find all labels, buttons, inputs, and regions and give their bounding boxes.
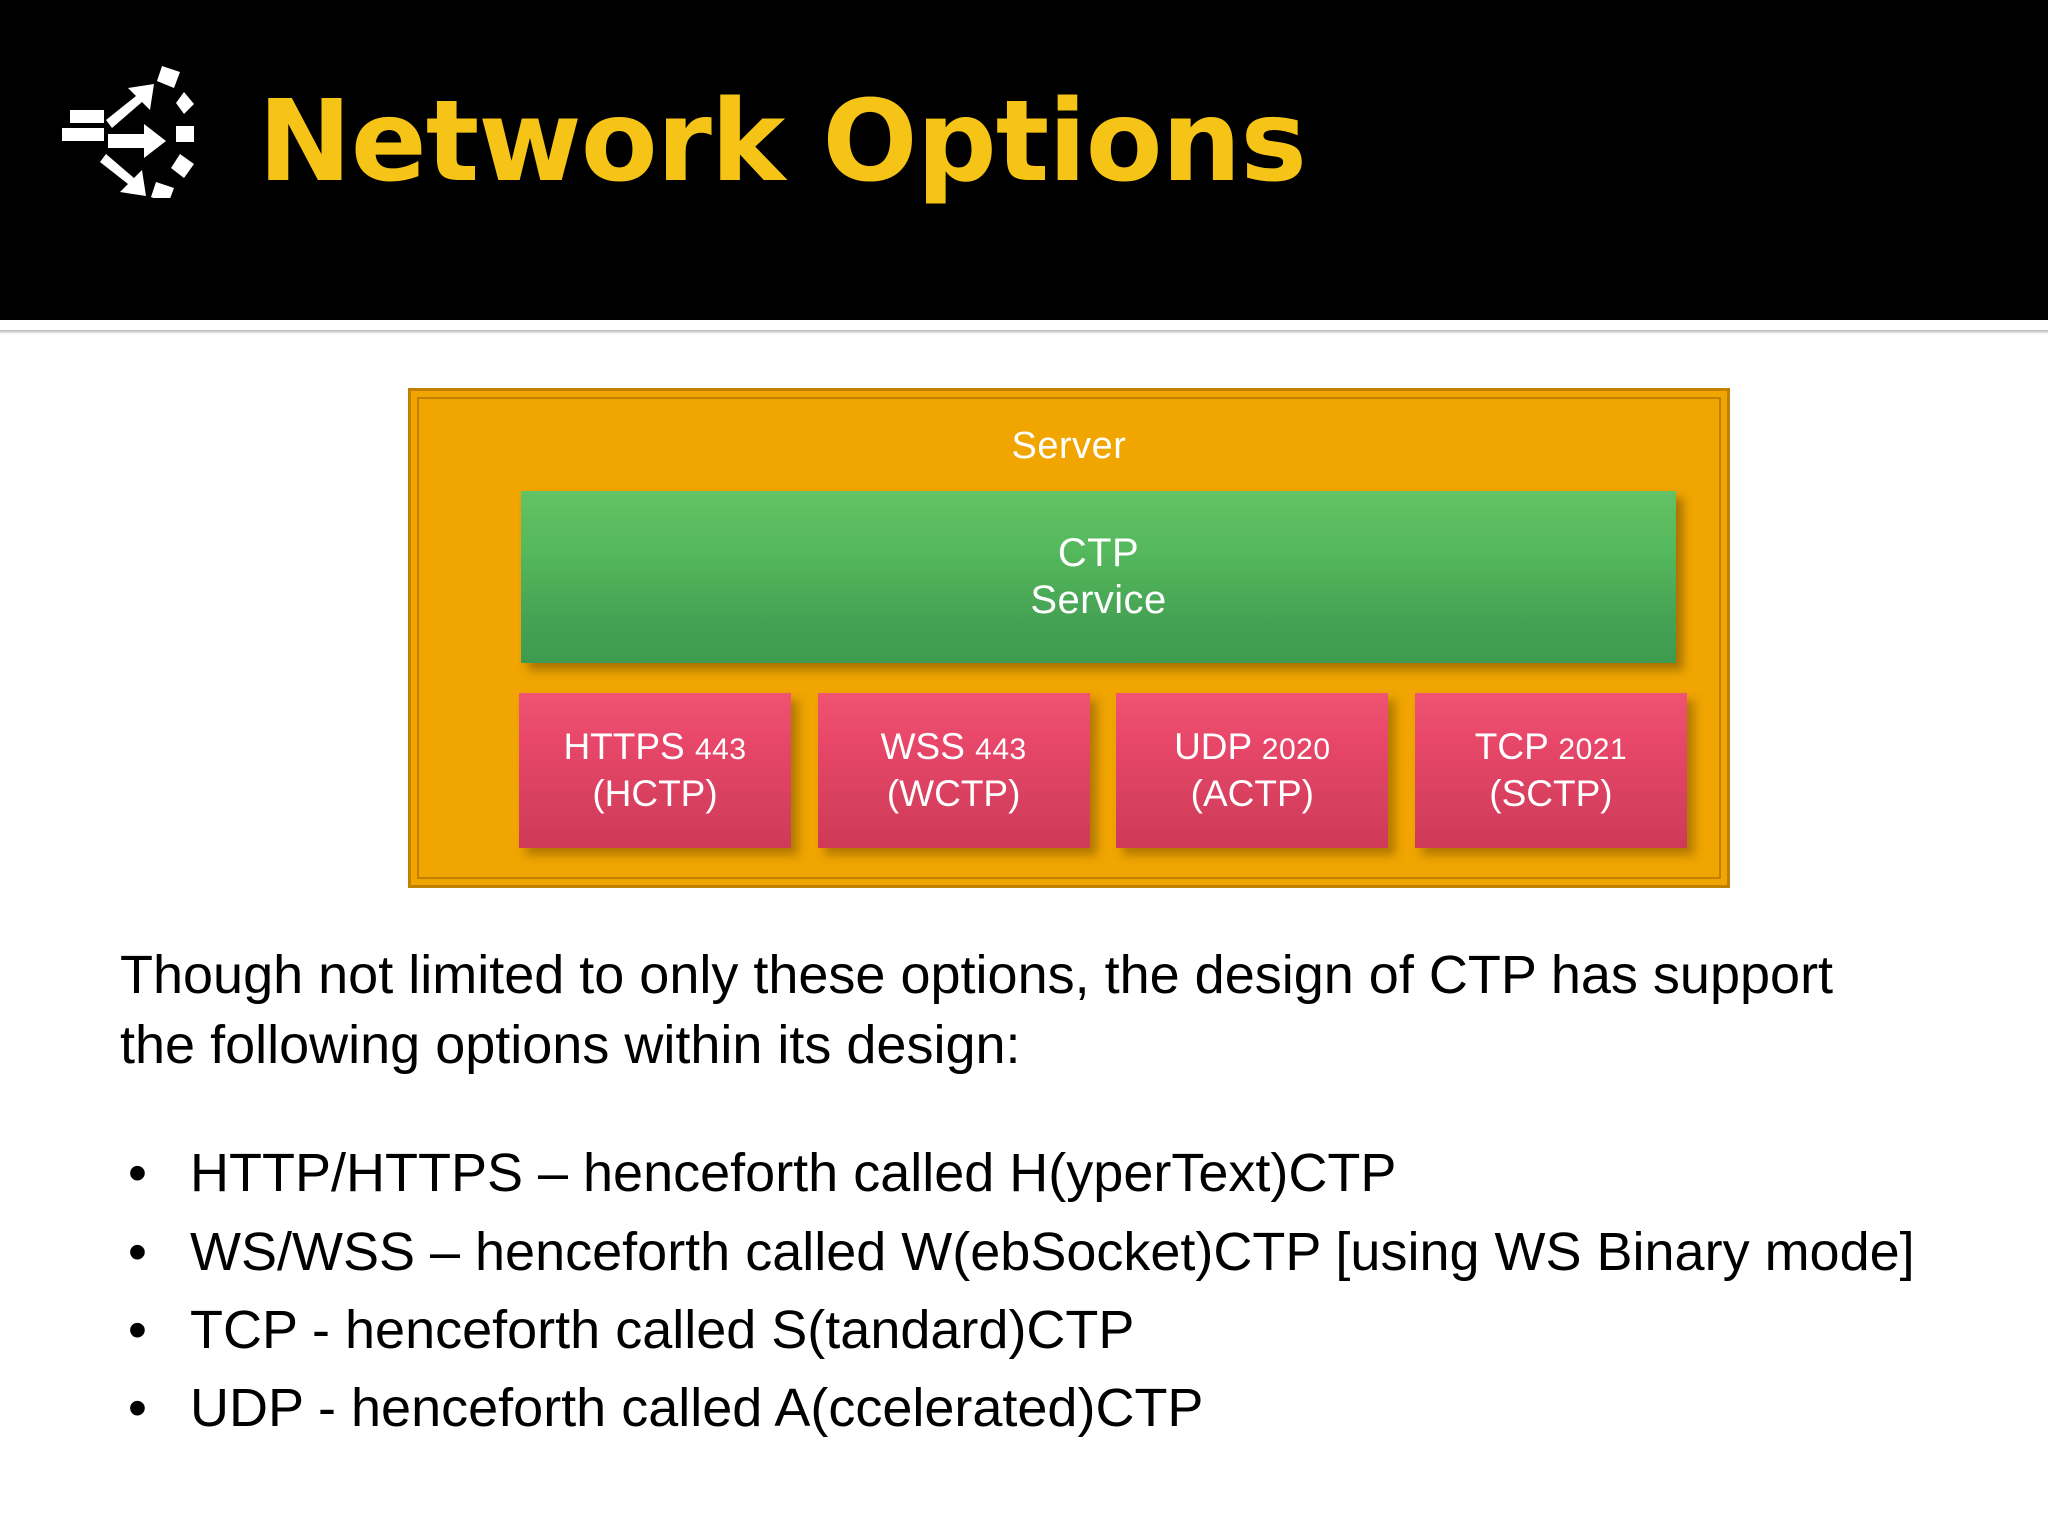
protocol-wss-alias: (WCTP) — [886, 772, 1021, 814]
protocol-udp-title: UDP 2020 — [1174, 724, 1330, 770]
protocol-tcp-name: TCP — [1474, 726, 1549, 768]
list-item: • TCP - henceforth called S(tandard)CTP — [120, 1295, 1910, 1365]
protocol-wss-port: 443 — [975, 733, 1027, 767]
bullet-icon: • — [128, 1377, 147, 1438]
protocol-udp-name: UDP — [1174, 726, 1252, 768]
list-item-label: UDP - henceforth called A(ccelerated)CTP — [190, 1377, 1204, 1438]
ctp-service-label: CTP Service — [521, 491, 1676, 663]
network-architecture-diagram: Server CTP Service HTTPS 443 (HCTP) WSS … — [408, 388, 1730, 888]
protocol-https-alias: (HCTP) — [592, 772, 718, 814]
protocol-https-port: 443 — [695, 733, 747, 767]
list-item-label: HTTP/HTTPS – henceforth called H(yperTex… — [190, 1143, 1397, 1204]
protocol-wss-name: WSS — [880, 726, 965, 768]
ctp-service-line1: CTP — [1057, 530, 1140, 575]
protocol-tcp-port: 2021 — [1558, 733, 1628, 767]
bullet-icon: • — [128, 1299, 147, 1360]
bullet-icon: • — [128, 1143, 147, 1204]
protocol-tcp-alias: (SCTP) — [1489, 772, 1613, 814]
server-container: Server CTP Service HTTPS 443 (HCTP) WSS … — [408, 388, 1730, 888]
page-title: Network Options — [258, 77, 1307, 207]
header-divider — [0, 330, 2048, 334]
protocol-tcp-title: TCP 2021 — [1475, 724, 1627, 770]
protocol-udp-alias: (ACTP) — [1190, 772, 1314, 814]
list-item: • WS/WSS – henceforth called W(ebSocket)… — [120, 1217, 1915, 1287]
protocol-wss-title: WSS 443 — [881, 724, 1027, 770]
protocol-box-wss: WSS 443 (WCTP) — [817, 693, 1090, 848]
network-arrows-icon — [58, 58, 198, 198]
list-item: • UDP - henceforth called A(ccelerated)C… — [120, 1373, 1910, 1443]
ctp-service-line2: Service — [1030, 578, 1167, 622]
server-label: Server — [1011, 425, 1127, 467]
options-bullet-list: • HTTP/HTTPS – henceforth called H(yperT… — [120, 1138, 1915, 1443]
intro-paragraph: Though not limited to only these options… — [120, 945, 1834, 1076]
protocol-https-title: HTTPS 443 — [563, 724, 746, 770]
list-item: • HTTP/HTTPS – henceforth called H(yperT… — [120, 1138, 1910, 1208]
ctp-service-box: CTP Service — [521, 491, 1676, 663]
slide-header-band: Network Options — [0, 0, 2048, 320]
protocol-udp-port: 2020 — [1261, 733, 1331, 767]
slide-body: Though not limited to only these options… — [120, 940, 1915, 1451]
protocol-https-name: HTTPS — [563, 726, 685, 768]
bullet-icon: • — [128, 1221, 147, 1282]
protocol-box-https: HTTPS 443 (HCTP) — [519, 693, 791, 848]
list-item-label: TCP - henceforth called S(tandard)CTP — [190, 1299, 1135, 1360]
protocol-box-row: HTTPS 443 (HCTP) WSS 443 (WCTP) UDP 2020… — [519, 693, 1687, 853]
protocol-box-udp: UDP 2020 (ACTP) — [1116, 693, 1389, 848]
list-item-label: WS/WSS – henceforth called W(ebSocket)CT… — [190, 1221, 1915, 1282]
protocol-box-tcp: TCP 2021 (SCTP) — [1414, 693, 1687, 848]
